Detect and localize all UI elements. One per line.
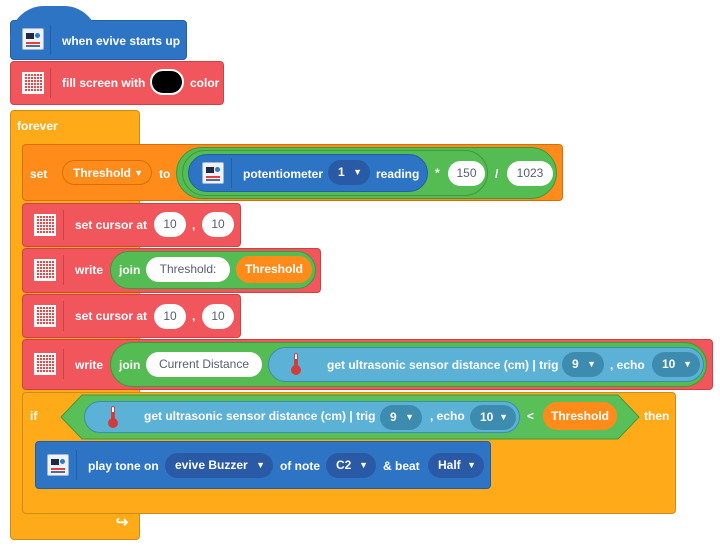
- beat-label: & beat: [383, 459, 420, 473]
- if-echo-label: , echo: [430, 409, 465, 423]
- buzzer-dropdown[interactable]: evive Buzzer ▼: [165, 453, 273, 478]
- fill-screen-label: fill screen with: [62, 76, 146, 90]
- display-grid-icon: [34, 305, 56, 327]
- potentiometer-dropdown[interactable]: 1▼: [328, 160, 370, 185]
- display-grid-icon: [34, 259, 56, 281]
- hat-label: when evive starts up: [62, 34, 181, 48]
- variable-dropdown[interactable]: Threshold▼: [62, 160, 152, 185]
- display-grid-icon: [34, 214, 56, 236]
- play-tone-label: play tone on: [88, 459, 159, 473]
- fill-screen-color-label: color: [190, 76, 220, 90]
- note-dropdown[interactable]: C2 ▼: [326, 453, 376, 478]
- display-grid-icon: [22, 72, 44, 94]
- set-cursor-label: set cursor at: [75, 309, 148, 323]
- evive-board-icon: [202, 162, 224, 184]
- thermometer-icon: [108, 406, 118, 428]
- display-grid-icon: [34, 353, 56, 375]
- join-text-input[interactable]: Threshold:: [146, 257, 230, 282]
- join-label: join: [119, 358, 141, 372]
- write-label: write: [75, 358, 104, 372]
- ultrasonic-reporter[interactable]: [268, 347, 704, 382]
- evive-board-icon: [22, 28, 44, 50]
- join-text-input[interactable]: Current Distance: [146, 352, 262, 377]
- if-sensor-label: get ultrasonic sensor distance (cm) | tr…: [144, 409, 376, 423]
- buzzer-value: evive Buzzer: [175, 458, 248, 472]
- evive-board-icon: [47, 454, 69, 476]
- if-trig-value: 9: [390, 410, 397, 424]
- write-label: write: [75, 263, 104, 277]
- echo-label: , echo: [610, 358, 645, 372]
- color-swatch[interactable]: [150, 69, 184, 95]
- if-threshold-variable[interactable]: Threshold: [543, 402, 617, 430]
- thermometer-icon: [291, 353, 301, 375]
- compare-op: <: [527, 409, 535, 423]
- potentiometer-label: potentiometer: [243, 167, 324, 181]
- potentiometer-reporter[interactable]: [188, 154, 428, 192]
- forever-loop-icon: ↪: [115, 514, 129, 531]
- cursor-y-input[interactable]: 10: [202, 212, 234, 237]
- chevron-down-icon: ▼: [467, 460, 476, 470]
- divide-input[interactable]: 1023: [507, 161, 553, 186]
- echo-value: 10: [662, 357, 676, 371]
- chevron-down-icon: ▼: [683, 359, 692, 369]
- then-label: then: [644, 409, 670, 423]
- cursor-y-input[interactable]: 10: [202, 304, 234, 329]
- multiply-op: *: [435, 166, 440, 180]
- trig-dropdown[interactable]: 9▼: [562, 352, 604, 377]
- cursor-comma: ,: [192, 309, 196, 323]
- set-label: set: [30, 167, 48, 181]
- if-echo-dropdown[interactable]: 10 ▼: [470, 405, 516, 430]
- chevron-down-icon: ▼: [499, 412, 508, 422]
- note-value: C2: [336, 458, 352, 472]
- trig-value: 9: [572, 357, 579, 371]
- reading-label: reading: [376, 167, 420, 181]
- multiply-input[interactable]: 150: [448, 161, 485, 186]
- chevron-down-icon: ▼: [359, 460, 368, 470]
- cursor-x-input[interactable]: 10: [154, 212, 186, 237]
- threshold-variable[interactable]: Threshold: [236, 256, 312, 283]
- chevron-down-icon: ▼: [587, 359, 596, 369]
- cursor-comma: ,: [192, 218, 196, 232]
- divide-op: /: [495, 167, 499, 181]
- set-cursor-label: set cursor at: [75, 218, 148, 232]
- chevron-down-icon: ▼: [256, 460, 265, 470]
- join-label: join: [119, 263, 141, 277]
- beat-value: Half: [438, 458, 461, 472]
- fill-screen-block[interactable]: [10, 61, 224, 105]
- ultrasonic-label: get ultrasonic sensor distance (cm) | tr…: [327, 358, 559, 372]
- if-trig-dropdown[interactable]: 9▼: [380, 405, 422, 430]
- to-label: to: [159, 167, 171, 181]
- if-label: if: [30, 409, 38, 423]
- chevron-down-icon: ▼: [134, 168, 143, 178]
- cursor-x-input[interactable]: 10: [154, 304, 186, 329]
- echo-dropdown[interactable]: 10 ▼: [652, 352, 700, 377]
- if-echo-value: 10: [480, 410, 494, 424]
- chevron-down-icon: ▼: [405, 412, 414, 422]
- chevron-down-icon: ▼: [353, 167, 362, 177]
- if-sensor-reporter[interactable]: [84, 401, 520, 433]
- forever-label: forever: [17, 119, 58, 133]
- potentiometer-value: 1: [338, 165, 345, 179]
- note-label: of note: [280, 459, 320, 473]
- variable-value: Threshold: [73, 166, 132, 180]
- beat-dropdown[interactable]: Half ▼: [428, 453, 484, 478]
